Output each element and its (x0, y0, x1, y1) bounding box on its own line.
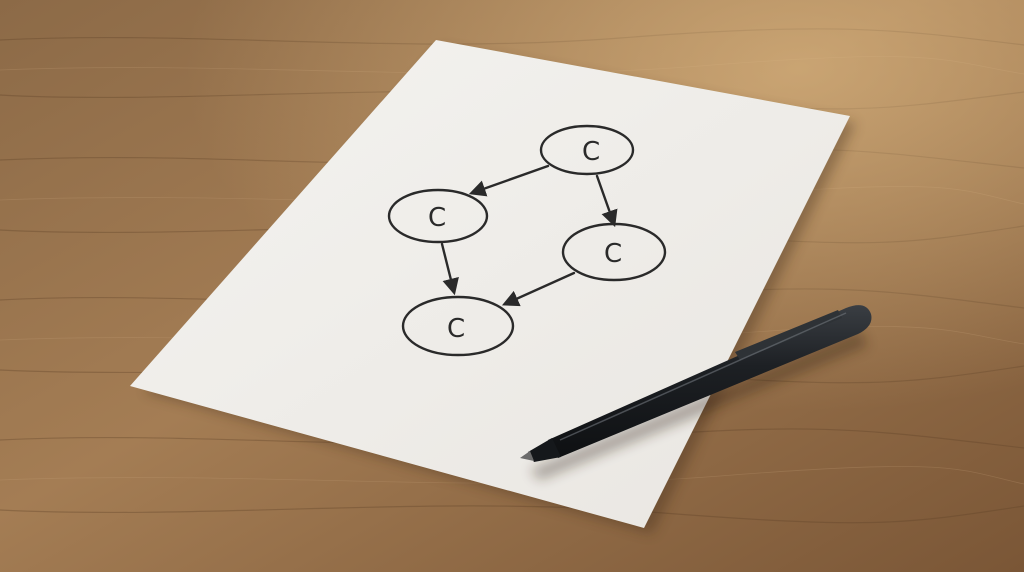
node-top-label: C (582, 137, 600, 167)
node-bottom: C (401, 295, 515, 357)
edge-left-bottom (440, 242, 459, 296)
pen-tip (520, 451, 534, 461)
edge-top-right (595, 174, 618, 228)
edge-top-left (468, 164, 550, 197)
hand-drawn-diagram: C C C C (387, 124, 667, 357)
node-bottom-label: C (447, 314, 465, 344)
node-top: C (539, 124, 635, 176)
pen-clip (735, 310, 842, 360)
pen-shadow (530, 330, 868, 480)
pen (520, 305, 872, 462)
node-right: C (561, 222, 667, 282)
edge-right-bottom (501, 271, 576, 307)
pen-body (548, 305, 872, 458)
node-right-label: C (604, 239, 622, 269)
node-left-label: C (428, 203, 446, 233)
node-left: C (387, 188, 489, 244)
pen-highlight (559, 312, 847, 441)
pen-tip-cone (528, 438, 561, 462)
